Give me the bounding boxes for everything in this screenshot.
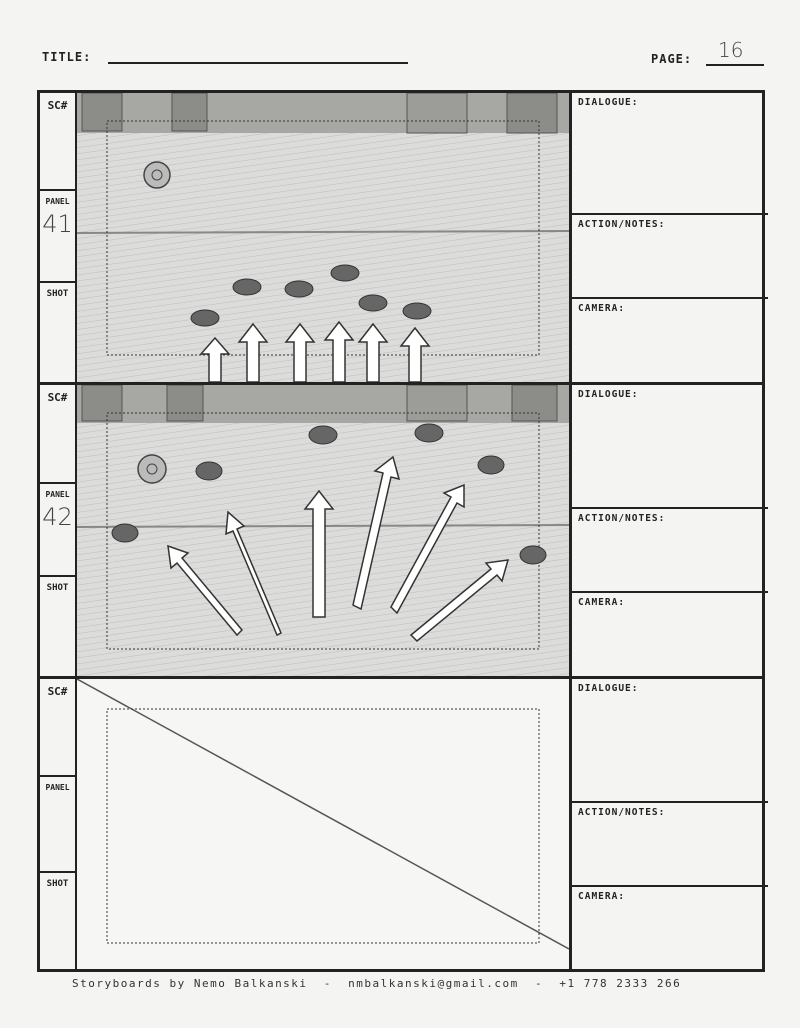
players-41: [190, 264, 432, 327]
camera-box[interactable]: CAMERA:: [572, 591, 768, 678]
scene-label: SC#: [47, 99, 68, 112]
players-42: [111, 423, 547, 565]
page-number: 16: [718, 38, 744, 62]
arrows-42: [167, 455, 510, 643]
panel-number: 41: [42, 210, 73, 238]
dialogue-box[interactable]: DIALOGUE:: [572, 93, 768, 213]
storyboard-row-41: SC# PANEL 41 SHOT: [37, 90, 768, 385]
row-sidebar: SC# PANEL SHOT: [40, 679, 77, 969]
sketch-42: [77, 385, 569, 676]
page-label: PAGE:: [651, 52, 693, 66]
empty-frame-drawing: [77, 679, 569, 950]
scene-cell: SC#: [40, 679, 75, 775]
ball: [137, 454, 167, 484]
action-notes-box[interactable]: ACTION/NOTES:: [572, 507, 768, 593]
row-sidebar: SC# PANEL 41 SHOT: [40, 93, 77, 382]
notes-41: DIALOGUE: ACTION/NOTES: CAMERA:: [569, 93, 768, 382]
panel-cell: PANEL: [40, 775, 75, 873]
scene-cell: SC#: [40, 385, 75, 482]
camera-box[interactable]: CAMERA:: [572, 885, 768, 971]
camera-label: CAMERA:: [578, 303, 626, 314]
action-notes-box[interactable]: ACTION/NOTES:: [572, 801, 768, 887]
panel-label: PANEL: [45, 783, 70, 792]
storyboard-row-42: SC# PANEL 42 SHOT: [37, 382, 768, 679]
arrows-41: [199, 320, 431, 382]
panel-cell: PANEL 41: [40, 189, 75, 283]
action-notes-label: ACTION/NOTES:: [578, 513, 666, 524]
dialogue-label: DIALOGUE:: [578, 683, 639, 694]
shot-cell: SHOT: [40, 871, 75, 971]
shot-cell: SHOT: [40, 575, 75, 678]
dialogue-box[interactable]: DIALOGUE:: [572, 385, 768, 507]
frame-42: [77, 385, 569, 676]
camera-label: CAMERA:: [578, 891, 626, 902]
action-notes-label: ACTION/NOTES:: [578, 807, 666, 818]
panel-label: PANEL: [45, 490, 70, 499]
camera-box[interactable]: CAMERA:: [572, 297, 768, 384]
action-notes-box[interactable]: ACTION/NOTES:: [572, 213, 768, 299]
footer-credit: Storyboards by Nemo Balkanski - nmbalkan…: [72, 977, 682, 990]
dialogue-box[interactable]: DIALOGUE:: [572, 679, 768, 801]
scene-label: SC#: [47, 391, 68, 404]
title-label: TITLE:: [42, 50, 92, 64]
action-notes-label: ACTION/NOTES:: [578, 219, 666, 230]
panel-number: 42: [42, 503, 73, 531]
sketch-41: [77, 93, 569, 382]
frame-empty[interactable]: [77, 679, 569, 969]
ball: [143, 161, 171, 189]
notes-42: DIALOGUE: ACTION/NOTES: CAMERA:: [569, 385, 768, 676]
shot-label: SHOT: [46, 289, 69, 299]
scene-label: SC#: [47, 685, 68, 698]
page-field[interactable]: 16: [706, 38, 764, 66]
notes-empty: DIALOGUE: ACTION/NOTES: CAMERA:: [569, 679, 768, 969]
panel-label: PANEL: [45, 197, 70, 206]
camera-label: CAMERA:: [578, 597, 626, 608]
panel-cell: PANEL 42: [40, 482, 75, 577]
shot-label: SHOT: [46, 879, 69, 889]
shot-label: SHOT: [46, 583, 69, 593]
row-sidebar: SC# PANEL 42 SHOT: [40, 385, 77, 676]
frame-41: [77, 93, 569, 382]
storyboard-row-empty: SC# PANEL SHOT DIALOGUE: ACTION/NOTES: C…: [37, 676, 768, 972]
scene-cell: SC#: [40, 93, 75, 189]
dialogue-label: DIALOGUE:: [578, 97, 639, 108]
title-field[interactable]: [108, 52, 408, 64]
shot-cell: SHOT: [40, 281, 75, 384]
dialogue-label: DIALOGUE:: [578, 389, 639, 400]
